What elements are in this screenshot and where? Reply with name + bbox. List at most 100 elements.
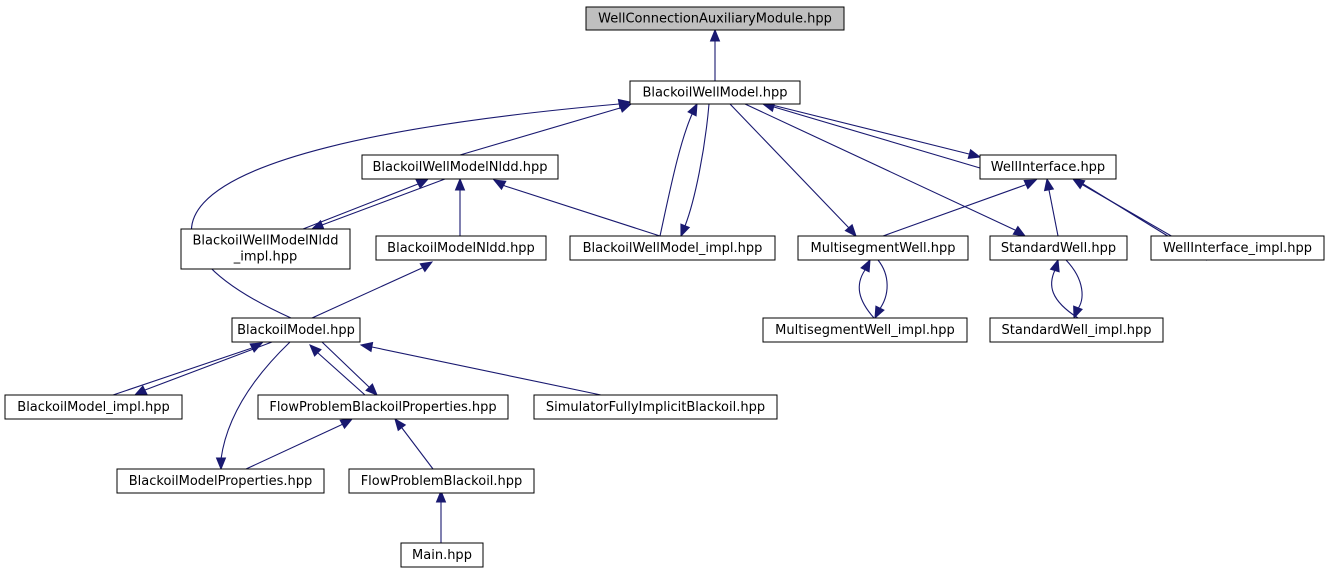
edge-blackoilwellmodel-hpp-to-wellconnectionauxiliarymodule-hpp bbox=[709, 28, 721, 81]
arrowhead-icon bbox=[687, 102, 698, 117]
node-label: SimulatorFullyImplicitBlackoil.hpp bbox=[546, 400, 765, 415]
arrowhead-icon bbox=[874, 305, 885, 320]
node-label: FlowProblemBlackoil.hpp bbox=[361, 474, 523, 489]
node-blackoilmodel-hpp[interactable]: BlackoilModel.hpp bbox=[231, 317, 361, 343]
edge-standardwell-impl-hpp-to-standardwell-hpp bbox=[1049, 258, 1079, 319]
node-label: WellInterface_impl.hpp bbox=[1163, 241, 1312, 256]
node-simulatorfullyimplicitblackoil-hpp[interactable]: SimulatorFullyImplicitBlackoil.hpp bbox=[533, 394, 778, 420]
arrowhead-icon bbox=[1023, 179, 1038, 190]
node-box bbox=[989, 235, 1128, 261]
edge-standardwell-hpp-to-wellinterface-hpp bbox=[1043, 177, 1059, 237]
node-label: FlowProblemBlackoilProperties.hpp bbox=[269, 400, 496, 415]
node-multisegmentwell-impl-hpp[interactable]: MultisegmentWell_impl.hpp bbox=[762, 317, 968, 343]
node-box bbox=[4, 394, 183, 420]
node-blackoilwellmodelnldd[interactable]: BlackoilWellModelNldd_impl.hpp bbox=[180, 228, 351, 270]
node-multisegmentwell-hpp[interactable]: MultisegmentWell.hpp bbox=[797, 235, 969, 261]
node-box bbox=[533, 394, 778, 420]
node-label: BlackoilWellModel.hpp bbox=[642, 86, 787, 101]
node-blackoilwellmodel-impl-hpp[interactable]: BlackoilWellModel_impl.hpp bbox=[569, 235, 776, 261]
node-box bbox=[989, 317, 1164, 343]
node-label: BlackoilModelProperties.hpp bbox=[129, 474, 313, 489]
edge-blackoilwellmodel-impl-hpp-to-blackoilwellmodel-hpp bbox=[659, 102, 698, 237]
node-label: BlackoilWellModelNldd.hpp bbox=[373, 160, 548, 175]
edge-blackoilmodel-hpp-to-blackoilmodelnldd-hpp bbox=[311, 261, 434, 319]
edge-blackoilwellmodelnldd-hpp-to-blackoilwellmodelnldd bbox=[310, 178, 446, 230]
node-box bbox=[569, 235, 776, 261]
edge-flowproblemblackoil-hpp-to-flowproblemblackoilproperties-hpp bbox=[394, 417, 434, 470]
node-wellinterface-hpp[interactable]: WellInterface.hpp bbox=[979, 154, 1117, 180]
node-flowproblemblackoil-hpp[interactable]: FlowProblemBlackoil.hpp bbox=[348, 468, 535, 494]
node-box bbox=[979, 154, 1117, 180]
arrowhead-icon bbox=[419, 261, 434, 273]
node-box bbox=[361, 154, 559, 180]
arrowhead-icon bbox=[1071, 178, 1086, 190]
arrowhead-icon bbox=[1073, 305, 1083, 320]
arrowhead-icon bbox=[394, 417, 407, 432]
edge-blackoilwellmodel-hpp-to-blackoilwellmodel-impl-hpp bbox=[680, 103, 710, 238]
node-label: StandardWell.hpp bbox=[1001, 241, 1116, 256]
edge-simulatorfullyimplicitblackoil-hpp-to-blackoilmodel-hpp bbox=[359, 341, 602, 396]
node-standardwell-hpp[interactable]: StandardWell.hpp bbox=[989, 235, 1128, 261]
node-label: StandardWell_impl.hpp bbox=[1002, 323, 1152, 338]
edge-multisegmentwell-hpp-to-multisegmentwell-impl-hpp bbox=[874, 259, 888, 320]
edge-multisegmentwell-hpp-to-wellinterface-hpp bbox=[882, 179, 1038, 237]
arrowhead-icon bbox=[967, 148, 982, 160]
node-label: BlackoilModelNldd.hpp bbox=[387, 241, 535, 256]
edge-blackoilwellmodel-impl-hpp-to-blackoilwellmodelnldd-hpp bbox=[492, 179, 661, 237]
node-box bbox=[585, 6, 845, 31]
arrowhead-icon bbox=[215, 457, 227, 471]
node-box bbox=[257, 394, 509, 420]
edge-flowproblemblackoilproperties-hpp-to-blackoilmodel-hpp bbox=[309, 344, 366, 396]
node-box bbox=[762, 317, 968, 343]
edge-blackoilmodelproperties-hpp-to-flowproblemblackoilproperties-hpp bbox=[245, 418, 354, 470]
edge-blackoilwellmodel-hpp-to-wellinterface-hpp bbox=[767, 103, 982, 160]
edge-main-hpp-to-flowproblemblackoil-hpp bbox=[435, 489, 447, 543]
node-blackoilmodelproperties-hpp[interactable]: BlackoilModelProperties.hpp bbox=[116, 468, 325, 494]
edge-blackoilmodel-impl-hpp-to-blackoilmodel-hpp bbox=[112, 342, 264, 396]
edges-layer bbox=[112, 28, 1214, 543]
edge-blackoilmodel-hpp-to-blackoilwellmodel-hpp bbox=[190, 98, 632, 319]
arrowhead-icon bbox=[617, 98, 632, 110]
arrowhead-icon bbox=[435, 489, 447, 503]
edge-blackoilmodel-hpp-to-blackoilmodelproperties-hpp bbox=[215, 341, 291, 471]
node-box bbox=[180, 228, 351, 270]
node-box bbox=[629, 80, 801, 105]
node-label: BlackoilWellModel_impl.hpp bbox=[583, 241, 763, 256]
arrowhead-icon bbox=[860, 258, 871, 273]
edge-blackoilwellmodelnldd-to-blackoilwellmodelnldd-hpp bbox=[302, 178, 430, 230]
node-label: MultisegmentWell_impl.hpp bbox=[775, 323, 955, 338]
node-box bbox=[116, 468, 325, 494]
node-label: Main.hpp bbox=[412, 548, 472, 563]
node-main-hpp[interactable]: Main.hpp bbox=[400, 542, 484, 568]
node-box bbox=[400, 542, 484, 568]
node-box bbox=[348, 468, 535, 494]
node-standardwell-impl-hpp[interactable]: StandardWell_impl.hpp bbox=[989, 317, 1164, 343]
edge-multisegmentwell-impl-hpp-to-multisegmentwell-hpp bbox=[858, 258, 875, 319]
arrowhead-icon bbox=[339, 418, 354, 430]
node-blackoilmodelnldd-hpp[interactable]: BlackoilModelNldd.hpp bbox=[375, 235, 547, 261]
node-flowproblemblackoilproperties-hpp[interactable]: FlowProblemBlackoilProperties.hpp bbox=[257, 394, 509, 420]
node-wellinterface-impl-hpp[interactable]: WellInterface_impl.hpp bbox=[1150, 235, 1325, 261]
edge-standardwell-hpp-to-standardwell-impl-hpp bbox=[1065, 259, 1083, 320]
node-wellconnectionauxiliarymodule-hpp[interactable]: WellConnectionAuxiliaryModule.hpp bbox=[585, 6, 845, 31]
arrowhead-icon bbox=[309, 344, 322, 357]
node-label: BlackoilWellModelNldd bbox=[192, 234, 338, 249]
arrowhead-icon bbox=[1049, 258, 1060, 273]
edge-blackoilwellmodel-hpp-to-multisegmentwell-hpp bbox=[729, 103, 857, 237]
arrowhead-icon bbox=[454, 177, 466, 191]
edge-blackoilmodel-hpp-to-flowproblemblackoilproperties-hpp bbox=[321, 341, 378, 396]
arrowhead-icon bbox=[492, 179, 507, 191]
node-label-line2: _impl.hpp bbox=[233, 250, 298, 265]
node-blackoilwellmodelnldd-hpp[interactable]: BlackoilWellModelNldd.hpp bbox=[361, 154, 559, 180]
arrowhead-icon bbox=[844, 223, 857, 237]
arrowhead-icon bbox=[709, 28, 721, 42]
node-blackoilmodel-impl-hpp[interactable]: BlackoilModel_impl.hpp bbox=[4, 394, 183, 420]
arrowhead-icon bbox=[365, 383, 378, 396]
edge-blackoilwellmodel-hpp-to-standardwell-hpp bbox=[744, 103, 1027, 237]
node-blackoilwellmodel-hpp[interactable]: BlackoilWellModel.hpp bbox=[629, 80, 801, 105]
arrowhead-icon bbox=[359, 341, 374, 353]
nodes-layer: WellConnectionAuxiliaryModule.hppBlackoi… bbox=[4, 6, 1325, 568]
node-label: WellInterface.hpp bbox=[991, 160, 1105, 175]
node-box bbox=[231, 317, 361, 343]
